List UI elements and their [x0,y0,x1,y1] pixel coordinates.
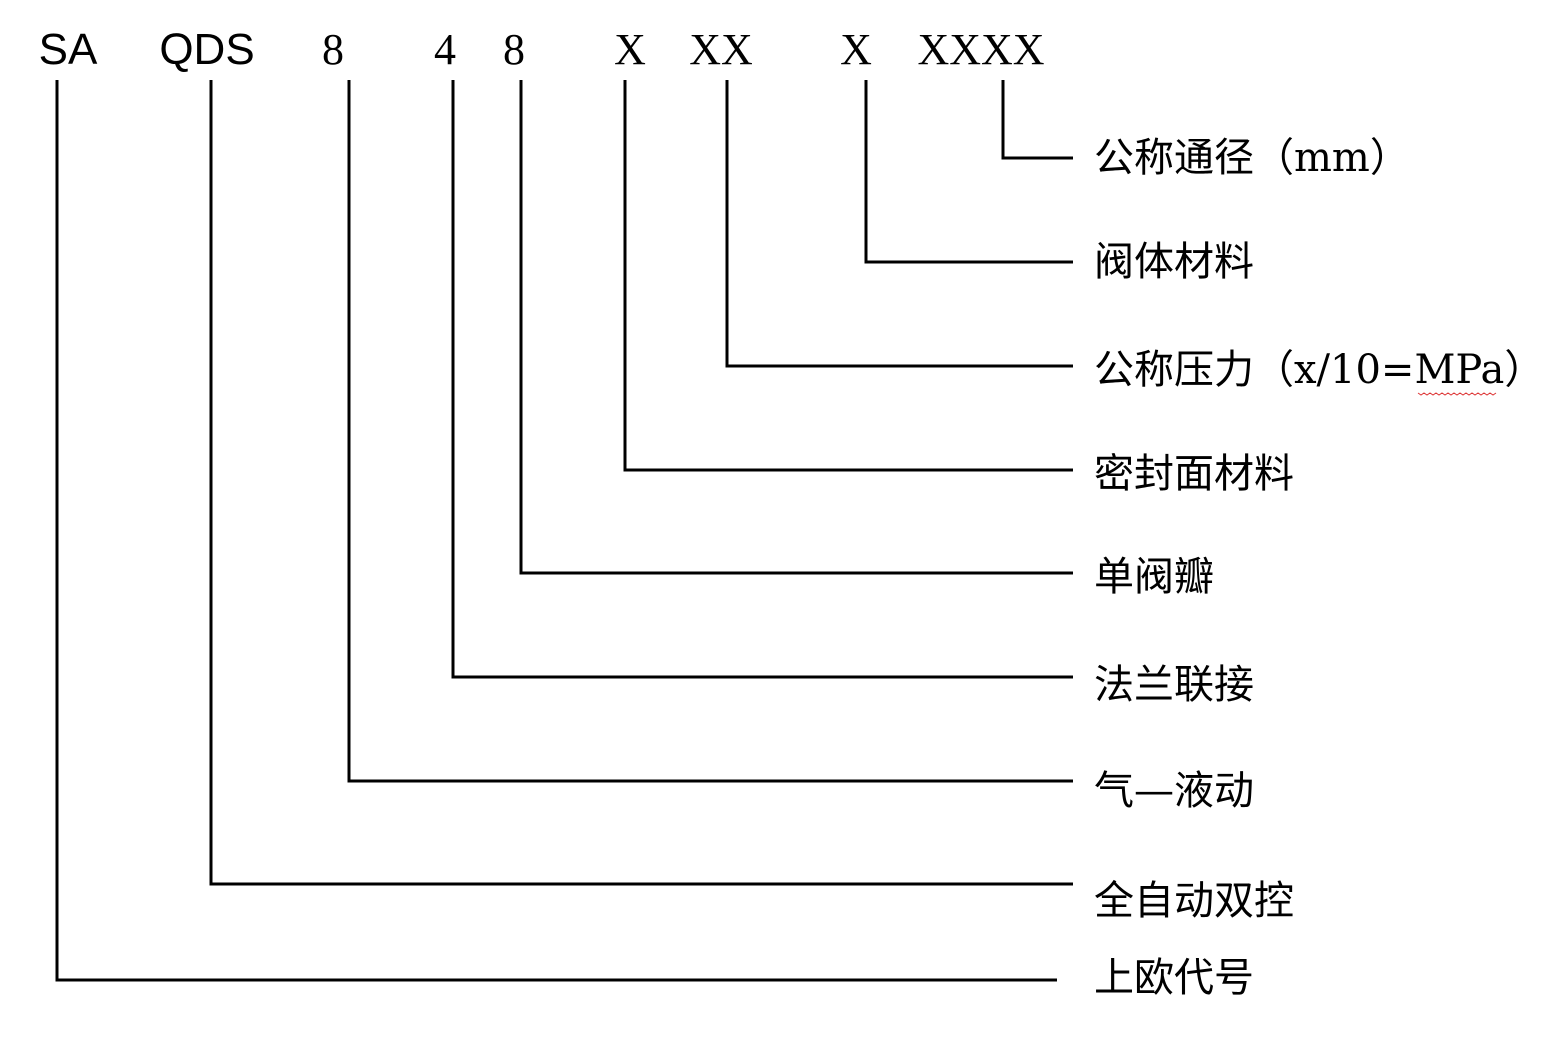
leader-lines [55,80,1073,982]
label-disc: 单阀瓣 [1094,554,1214,600]
label-connection: 法兰联接 [1094,662,1254,708]
leader-line-pressure [725,80,1073,368]
spellcheck-underline [1417,392,1497,396]
label-control: 全自动双控 [1094,878,1294,924]
code-part-pressure: XX [689,25,753,74]
leader-line-connection [451,80,1073,679]
code-header: SA QDS 8 4 8 X XX X XXXX [39,25,1045,74]
leader-line-drive [347,80,1073,783]
leader-line-control [209,80,1073,886]
code-part-drive: 8 [322,25,344,74]
leader-line-body-material [864,80,1073,264]
code-part-nominal-diameter: XXXX [917,25,1044,74]
labels: 公称通径（mm） 阀体材料 公称压力（x/10=MPa） 密封面材料 单阀瓣 法… [1094,135,1544,1001]
label-pressure: 公称压力（x/10=MPa） [1094,347,1544,393]
code-part-connection: 4 [434,25,456,74]
label-nominal-diameter: 公称通径（mm） [1094,135,1410,181]
leader-line-brand [55,80,1057,982]
label-drive: 气—液动 [1094,768,1254,814]
leader-line-nominal-diameter [1001,80,1073,160]
label-body-material: 阀体材料 [1094,239,1254,285]
leader-line-seal-material [623,80,1073,472]
label-brand: 上欧代号 [1094,955,1254,1001]
code-part-control: QDS [159,25,254,74]
leader-line-disc [519,80,1073,575]
code-part-disc: 8 [503,25,525,74]
code-part-seal-material: X [614,25,646,74]
code-part-body-material: X [840,25,872,74]
label-seal-material: 密封面材料 [1094,451,1294,497]
code-part-brand: SA [39,25,98,74]
